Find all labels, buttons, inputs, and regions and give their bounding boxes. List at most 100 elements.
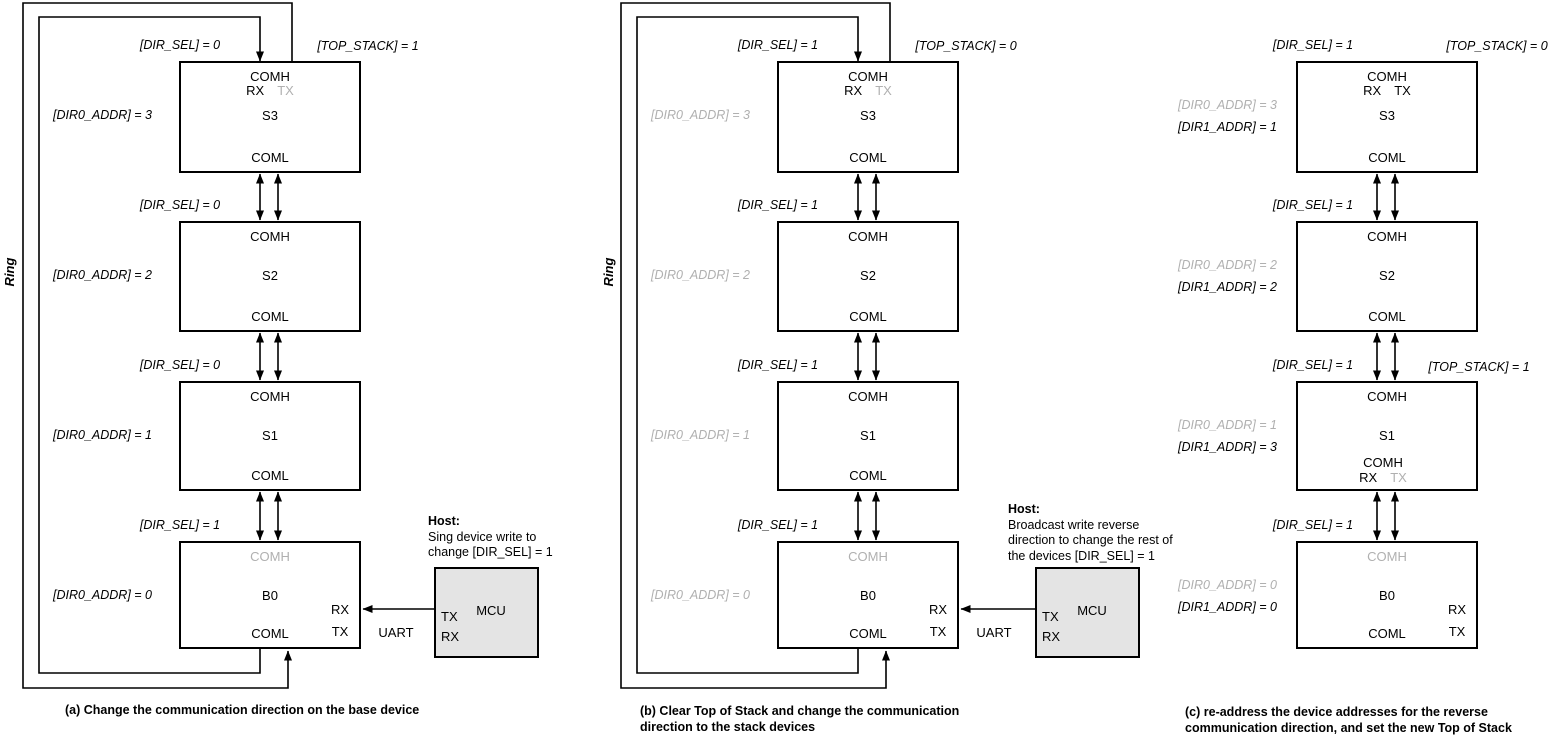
mcu-tx-label: TX (1042, 609, 1059, 624)
ring-loop-outer (22, 2, 293, 689)
device-name: B0 (1379, 588, 1395, 603)
host-note-line: direction to change the rest of (1008, 533, 1173, 547)
port-label-coml: COML (849, 626, 887, 641)
addr-label: [DIR1_ADDR] = 1 (1178, 120, 1277, 134)
top-stack-label: [TOP_STACK] = 1 (1428, 360, 1530, 374)
panel-caption: (a) Change the communication direction o… (65, 702, 419, 718)
device-box (1296, 381, 1478, 491)
device-name: S1 (1379, 428, 1395, 443)
device-rx-label: RX (928, 602, 948, 617)
port-label-comh: COMH (1367, 229, 1407, 244)
addr-label: [DIR0_ADDR] = 1 (1178, 418, 1277, 432)
port-label-comh: COMH (848, 229, 888, 244)
top-stack-label: [TOP_STACK] = 1 (317, 39, 419, 53)
dir-sel-label: [DIR_SEL] = 1 (737, 518, 819, 532)
port-label-coml: COML (251, 626, 289, 641)
device-rx-label: RX (1447, 602, 1467, 617)
port-label-coml: COML (251, 309, 289, 324)
port-label-coml: COML (849, 309, 887, 324)
port-label-comh: COMH (1367, 549, 1407, 564)
tx-label: TX (1394, 83, 1411, 98)
addr-label: [DIR0_ADDR] = 1 (53, 428, 152, 442)
device-name: S2 (860, 268, 876, 283)
host-note-line: Broadcast write reverse (1008, 517, 1140, 532)
dir-sel-label: [DIR_SEL] = 1 (1272, 358, 1354, 372)
device-tx-label: TX (1448, 624, 1466, 639)
addr-label: [DIR1_ADDR] = 2 (1178, 280, 1277, 294)
addr-label: [DIR0_ADDR] = 0 (53, 588, 152, 602)
port-label-comh: COMH (1367, 69, 1407, 84)
port-label-comh: COMH (250, 549, 290, 564)
device-box (777, 381, 959, 491)
port-label-coml: COML (251, 150, 289, 165)
device-box (1296, 61, 1478, 173)
port-label-coml: COML (849, 468, 887, 483)
device-name: S3 (1379, 108, 1395, 123)
dir-sel-label: [DIR_SEL] = 0 (139, 38, 221, 52)
mcu-label: MCU (1077, 603, 1107, 618)
dir-sel-label: [DIR_SEL] = 0 (139, 198, 221, 212)
ring-loop-inner (38, 16, 264, 674)
rx-label: RX (1359, 470, 1378, 485)
device-name: S2 (1379, 268, 1395, 283)
device-name: S1 (262, 428, 278, 443)
port-label-comh-bottom: COMH (1363, 455, 1403, 470)
addr-label: [DIR0_ADDR] = 2 (1178, 258, 1277, 272)
addr-label: [DIR0_ADDR] = 3 (1178, 98, 1277, 112)
device-name: S3 (860, 108, 876, 123)
port-label-comh: COMH (250, 229, 290, 244)
port-label-coml: COML (251, 468, 289, 483)
addr-label: [DIR1_ADDR] = 0 (1178, 600, 1277, 614)
port-label-comh: COMH (250, 69, 290, 84)
port-label-comh: COMH (250, 389, 290, 404)
rx-label: RX (1363, 83, 1382, 98)
panel-caption-line: (a) Change the communication direction o… (65, 703, 420, 717)
port-label-comh: COMH (848, 549, 888, 564)
top-stack-label: [TOP_STACK] = 0 (1446, 39, 1548, 53)
ring-loop-inner (636, 16, 862, 674)
tx-label: TX (1390, 470, 1407, 485)
top-stack-label: [TOP_STACK] = 0 (915, 39, 1017, 53)
uart-label: UART (378, 625, 414, 640)
device-name: B0 (860, 588, 876, 603)
panel-caption-line: (c) re-address the device addresses for … (1185, 705, 1488, 719)
device-box (777, 541, 959, 649)
panel-caption: (c) re-address the device addresses for … (1185, 704, 1512, 736)
device-rx-label: RX (330, 602, 350, 617)
device-name: S2 (262, 268, 278, 283)
port-label-coml: COML (849, 150, 887, 165)
host-note-line: change [DIR_SEL] = 1 (428, 545, 553, 559)
device-box (777, 221, 959, 332)
device-box (179, 61, 361, 173)
dir-sel-label: [DIR_SEL] = 0 (139, 358, 221, 372)
dir-sel-label: [DIR_SEL] = 1 (737, 198, 819, 212)
addr-label: [DIR0_ADDR] = 2 (651, 268, 750, 282)
panel-caption-line: (b) Clear Top of Stack and change the co… (640, 704, 960, 718)
addr-label: [DIR0_ADDR] = 3 (53, 108, 152, 122)
dir-sel-label: [DIR_SEL] = 1 (737, 358, 819, 372)
host-note-title: Host: (1008, 502, 1040, 516)
addr-label: [DIR0_ADDR] = 1 (651, 428, 750, 442)
addr-label: [DIR0_ADDR] = 3 (651, 108, 750, 122)
port-label-coml: COML (1368, 150, 1406, 165)
port-label-comh: COMH (848, 389, 888, 404)
device-name: S3 (262, 108, 278, 123)
mcu-rx-label: RX (1042, 629, 1061, 644)
dir-sel-label: [DIR_SEL] = 1 (1272, 518, 1354, 532)
device-box (179, 541, 361, 649)
rx-label: RX (246, 83, 265, 98)
addr-label: [DIR0_ADDR] = 0 (651, 588, 750, 602)
uart-label: UART (976, 625, 1012, 640)
mcu-rx-label: RX (441, 629, 460, 644)
device-box (1296, 541, 1478, 649)
dir-sel-label: [DIR_SEL] = 1 (139, 518, 221, 532)
device-name: S1 (860, 428, 876, 443)
dir-sel-label: [DIR_SEL] = 1 (1272, 198, 1354, 212)
tx-label: TX (277, 83, 294, 98)
ring-loop-outer (620, 2, 891, 689)
device-tx-label: TX (929, 624, 947, 639)
